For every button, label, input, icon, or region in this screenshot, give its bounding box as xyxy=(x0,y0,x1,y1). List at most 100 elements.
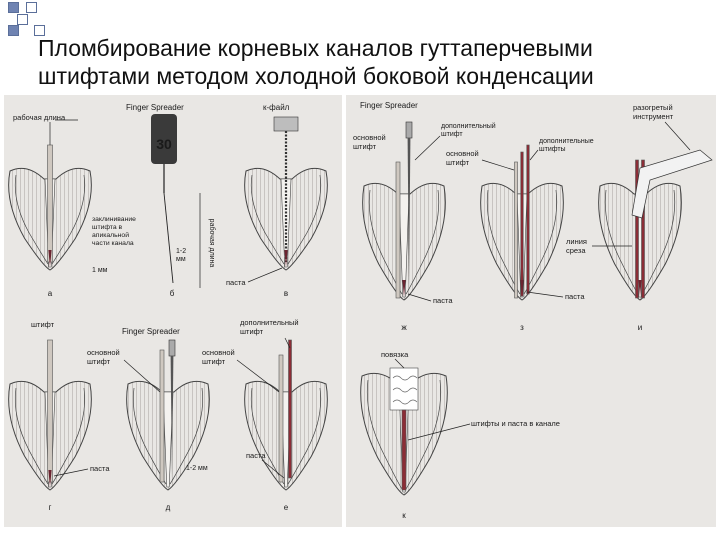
leader-paste-v xyxy=(247,267,283,283)
label-1-2mm-d: 1-2 мм xyxy=(186,465,208,472)
leader-paste-zh xyxy=(407,293,432,302)
label-cut-line: линия xyxy=(566,237,587,246)
slide-title: Пломбирование корневых каналов гуттаперч… xyxy=(38,34,708,90)
label-1-2mm-b: 1-2 xyxy=(176,248,186,255)
tooth-a-post xyxy=(47,144,53,263)
figure-letter-zh: ж xyxy=(401,323,407,332)
root-canal xyxy=(162,391,174,488)
label-dressing: повязка xyxy=(381,350,409,359)
tooth-z-additional-post-1 xyxy=(520,151,524,297)
tooth-enamel-line xyxy=(14,387,86,485)
label-k-file: к-файл xyxy=(263,103,290,112)
tooth-v-paste xyxy=(284,250,288,267)
label-main-post-e: основной xyxy=(202,348,235,357)
tooth-enamel-line xyxy=(604,189,676,295)
tooth-g-post xyxy=(47,339,53,483)
tooth-zh-spreader xyxy=(405,121,413,139)
tooth-g-paste xyxy=(48,470,52,487)
label-additional-posts-z: дополнительные xyxy=(539,138,594,145)
label-main-post-zh: основной xyxy=(353,133,386,142)
tooth-zh xyxy=(362,182,446,301)
tooth-d-spreader xyxy=(170,356,174,478)
label-finger-spreader-d: Finger Spreader xyxy=(122,327,180,336)
figure-letter-d: д xyxy=(166,503,171,512)
label-main-post-d: основной xyxy=(87,348,120,357)
figure-letter-z: з xyxy=(520,323,524,332)
label-paste-v: паста xyxy=(226,278,246,287)
tooth-i-post-1 xyxy=(635,159,639,299)
tooth-d-spreader xyxy=(168,339,176,357)
label-main-post-zh: штифт xyxy=(353,142,377,151)
heated-instrument xyxy=(631,149,713,219)
figure-letter-a: а xyxy=(48,289,53,298)
decor-square xyxy=(17,14,28,25)
leader-main-post-d xyxy=(123,359,161,393)
spreader-handle-number: 30 xyxy=(156,136,172,152)
leader-dressing xyxy=(394,358,405,369)
label-1mm: 1 мм xyxy=(92,267,108,274)
tooth-a-paste xyxy=(48,250,52,267)
tooth-e-additional-post xyxy=(288,339,292,479)
figure-letter-g: г xyxy=(49,503,52,512)
label-main-post-d: штифт xyxy=(87,357,111,366)
label-paste-zh: паста xyxy=(433,296,453,305)
spreader-tip-b xyxy=(163,192,174,284)
decor-square xyxy=(26,2,37,13)
label-additional-post-e: дополнительный xyxy=(240,318,299,327)
label-finger-spreader-zh: Finger Spreader xyxy=(360,101,418,110)
leader-heated-instrument xyxy=(664,121,691,151)
label-post-g: штифт xyxy=(31,320,55,329)
tooth-zh-spreader xyxy=(407,138,411,292)
decor-square xyxy=(34,25,45,36)
leader-paste-z xyxy=(526,291,564,298)
label-apical-lock: части канала xyxy=(92,240,134,247)
tooth-z-paste xyxy=(520,280,524,297)
tooth-d-main-post xyxy=(159,349,165,483)
tooth-z-main-post xyxy=(514,161,518,299)
leader-posts-paste xyxy=(407,423,471,441)
leader-paste-e xyxy=(261,459,285,479)
figure-letter-i: и xyxy=(638,323,642,332)
tooth-enamel-line xyxy=(366,379,442,490)
label-1-2mm-b: мм xyxy=(176,256,186,263)
tooth-i-post-2 xyxy=(641,159,645,299)
tooth-e-main-post xyxy=(278,354,284,483)
label-paste-g: паста xyxy=(90,464,110,473)
spreader-handle-b xyxy=(151,114,177,164)
tooth-e xyxy=(244,380,328,491)
label-heated-instrument: инструмент xyxy=(633,112,674,121)
tooth-zh-paste xyxy=(402,280,406,297)
label-apical-lock: штифта в xyxy=(92,224,123,231)
figure-letter-k: к xyxy=(402,511,406,520)
k-file-handle xyxy=(273,116,299,132)
slide-title-line1: Пломбирование корневых каналов гуттаперч… xyxy=(38,35,593,61)
tooth-k-posts xyxy=(401,409,407,491)
label-additional-post-zh: штифт xyxy=(441,131,463,138)
leader-additional-post-zh xyxy=(414,135,441,161)
decor-square xyxy=(8,2,19,13)
label-main-post-e: штифт xyxy=(202,357,226,366)
tooth-z-additional-post-2 xyxy=(526,144,530,295)
label-main-post-z: штифт xyxy=(446,158,470,167)
label-working-length: рабочая длина xyxy=(13,113,66,122)
label-working-length-vertical: рабочая длина xyxy=(208,219,216,268)
label-finger-spreader-b: Finger Spreader xyxy=(126,103,184,112)
tooth-enamel-line xyxy=(14,174,86,265)
tooth-d xyxy=(126,380,210,491)
label-apical-lock: заклинивание xyxy=(92,216,136,223)
label-posts-paste: штифты и паста в канале xyxy=(471,419,560,428)
label-cut-line: среза xyxy=(566,246,586,255)
leader-paste-g xyxy=(53,468,89,477)
tooth-i-paste xyxy=(638,280,642,297)
tooth-zh-main-post xyxy=(395,161,401,299)
root-canal xyxy=(398,193,410,298)
figure-letter-e: е xyxy=(284,503,289,512)
label-paste-z: паста xyxy=(565,292,585,301)
leader-main-post-e xyxy=(236,359,280,393)
figure-letter-b: б xyxy=(170,289,175,298)
decor-square xyxy=(8,25,19,36)
label-paste-e: паста xyxy=(246,451,266,460)
slide-decoration xyxy=(4,0,45,36)
label-main-post-z: основной xyxy=(446,149,479,158)
